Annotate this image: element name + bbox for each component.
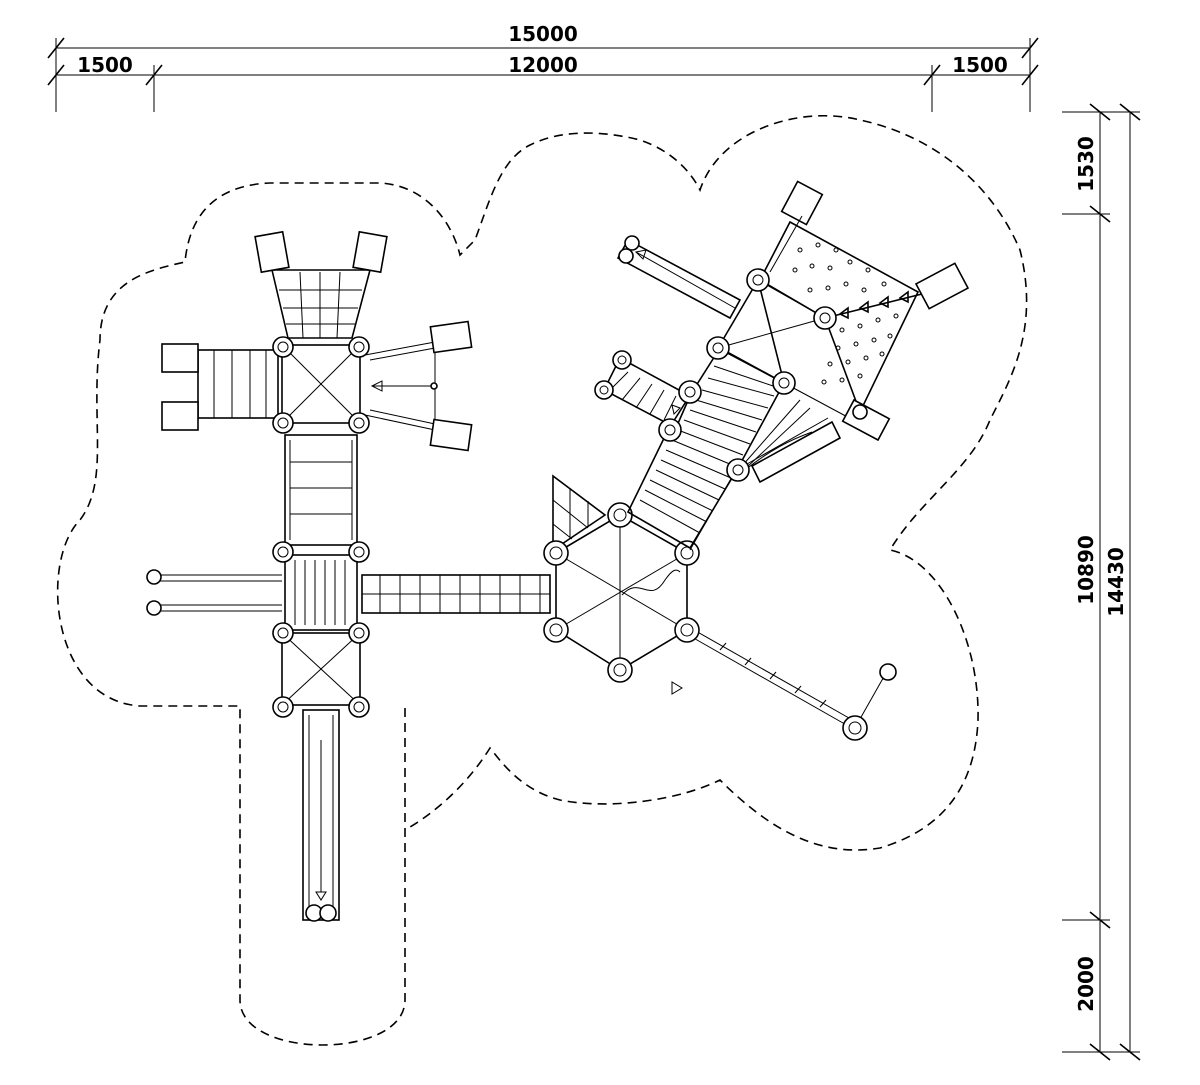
right-structure [594, 180, 970, 551]
hexagon-platform [543, 474, 897, 741]
dim-right-margin: 1500 [952, 53, 1008, 77]
left-structure [146, 230, 473, 922]
climbing-holds [792, 242, 899, 385]
dim-inner-height: 10890 [1074, 535, 1098, 605]
dim-top-margin: 1530 [1074, 136, 1098, 192]
dim-overall-height: 14430 [1104, 547, 1128, 617]
dim-bottom-margin: 2000 [1074, 956, 1098, 1012]
dim-overall-width: 15000 [508, 22, 578, 46]
dim-inner-width: 12000 [508, 53, 578, 77]
rope-bridge [361, 574, 551, 614]
horizontal-dimensions: 15000 1500 12000 1500 [47, 22, 1039, 112]
safety-zone-outline [56, 114, 1028, 1046]
dim-left-margin: 1500 [77, 53, 133, 77]
vertical-dimensions: 1530 10890 14430 2000 [1062, 103, 1141, 1061]
